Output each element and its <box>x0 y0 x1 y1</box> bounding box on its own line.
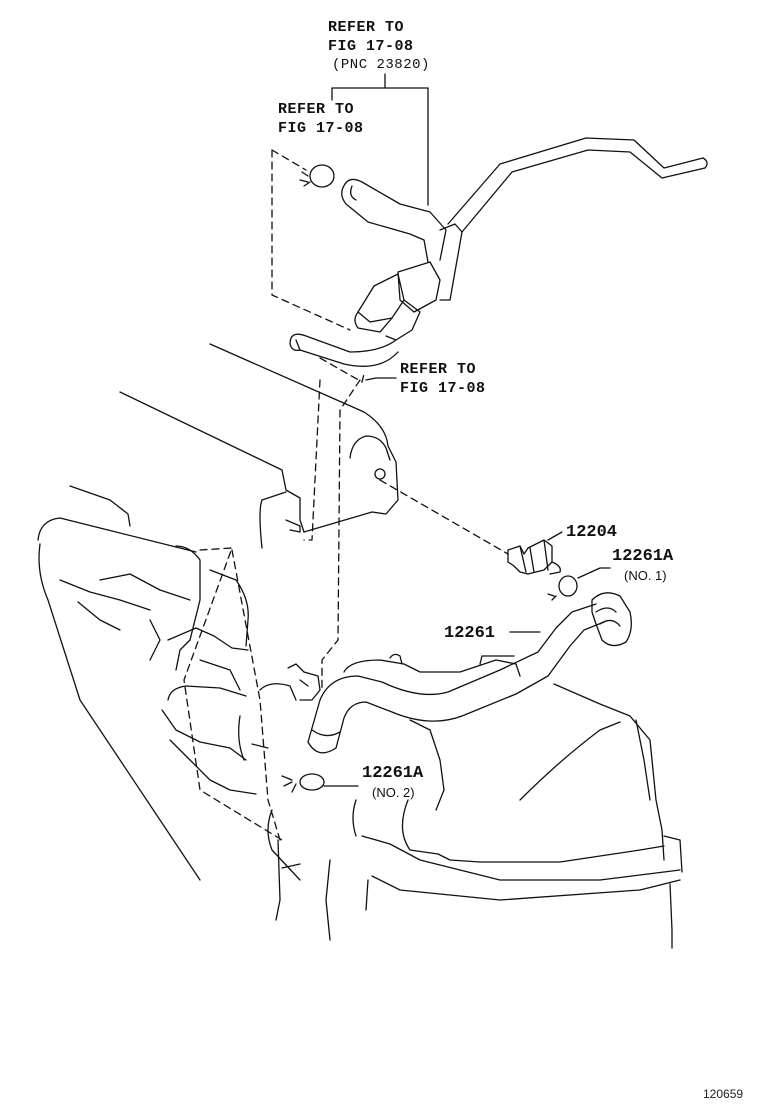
grommet-12261A-no1 <box>548 576 577 600</box>
intake-manifold <box>38 486 320 880</box>
top-reference-bracket <box>332 74 428 205</box>
dashed-leader-lines <box>184 150 508 840</box>
top-reference-label-line2: FIG 17-08 <box>328 38 414 55</box>
top-reference-label-line3: (PNC 23820) <box>332 57 430 73</box>
pcv-hose-12261 <box>308 593 631 753</box>
left-reference-label-line2: FIG 17-08 <box>278 120 364 137</box>
part-number-12261A-no1: 12261A <box>612 547 674 566</box>
upper-ventilation-hose <box>290 138 707 366</box>
part-number-12204: 12204 <box>566 523 618 542</box>
mid-reference-label-line2: FIG 17-08 <box>400 380 486 397</box>
top-reference-label-line1: REFER TO <box>328 19 405 36</box>
part-sub-no2: (NO. 2) <box>372 785 415 800</box>
part-number-12261A-no2: 12261A <box>362 764 424 783</box>
part-leaders <box>324 378 610 786</box>
part-sub-no1: (NO. 1) <box>624 568 667 583</box>
part-number-12261: 12261 <box>444 624 496 643</box>
pcv-valve-12204 <box>508 540 560 574</box>
engine-block-outline <box>268 654 682 948</box>
head-cover-outline <box>120 344 398 548</box>
upper-grommet <box>300 165 334 187</box>
left-reference-label-line1: REFER TO <box>278 101 355 118</box>
illustration-id: 120659 <box>703 1087 744 1101</box>
grommet-12261A-no2 <box>282 774 324 792</box>
mid-reference-label-line1: REFER TO <box>400 361 477 378</box>
